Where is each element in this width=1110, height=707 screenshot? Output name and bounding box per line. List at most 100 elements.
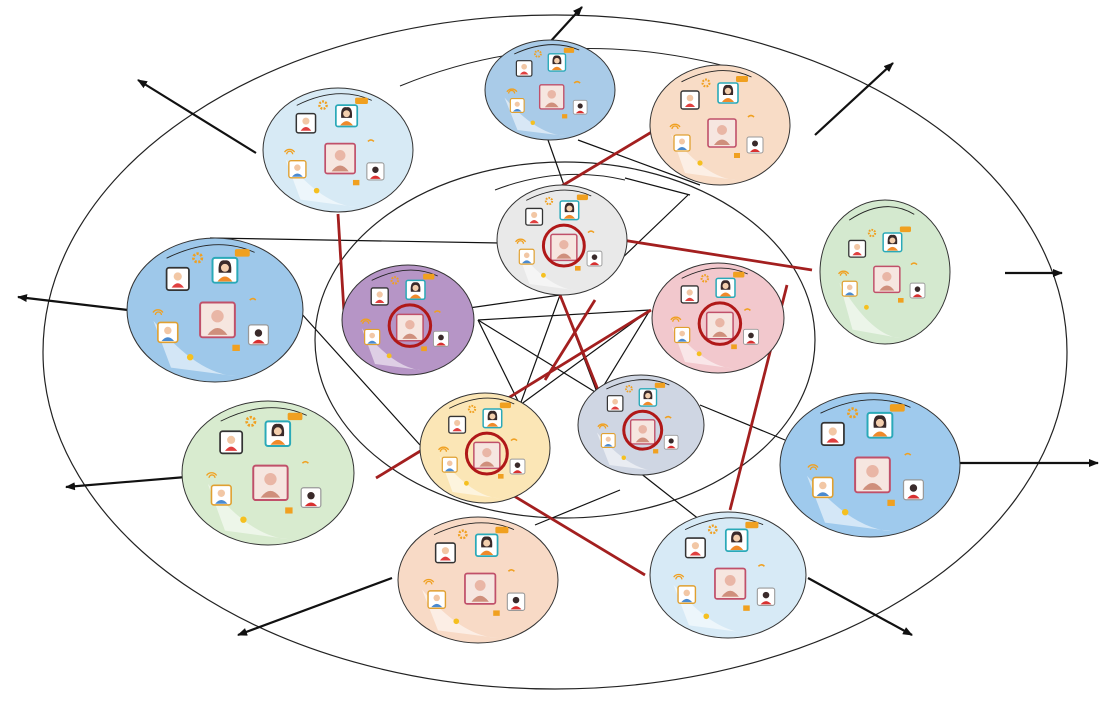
outward-arrow (137, 79, 257, 154)
influencer-edge (558, 294, 602, 396)
phone-icon (433, 310, 441, 314)
wifi-icon (515, 238, 527, 244)
person-avatar-icon (715, 277, 736, 299)
person-avatar-icon (210, 484, 232, 506)
bubble-arc (449, 397, 515, 409)
bubble-highlight (671, 326, 735, 369)
person-avatar-icon (264, 420, 292, 447)
thumbs-up-icon (285, 507, 293, 514)
lightbulb-icon (464, 480, 469, 486)
connection-edge (577, 139, 701, 186)
person-avatar-icon (638, 388, 658, 407)
person-avatar-icon (295, 112, 317, 134)
thumbs-up-icon (421, 346, 427, 352)
community-lower-left (181, 400, 355, 546)
person-avatar-icon (717, 82, 739, 104)
influencer-highlight-ring (697, 301, 743, 346)
person-avatar-icon (629, 419, 656, 445)
person-avatar-icon (247, 324, 269, 346)
bubble-highlight (671, 134, 738, 181)
community-inner-top (496, 184, 628, 296)
connection-edge (477, 319, 601, 396)
chat-bubble-icon (745, 521, 759, 529)
person-avatar-icon (474, 533, 499, 557)
bubble-arc (514, 44, 580, 55)
thumbs-up-icon (743, 605, 750, 611)
bubble-highlight (153, 320, 237, 377)
edge-layer (209, 128, 813, 577)
bubble-highlight (839, 282, 902, 339)
connection-edge (624, 177, 691, 196)
bubble-arc (220, 407, 307, 422)
person-avatar-icon (812, 476, 834, 499)
influencer-edge (336, 213, 346, 313)
wifi-icon (506, 88, 518, 94)
person-avatar-icon (518, 248, 535, 265)
connection-edge (699, 404, 786, 441)
bubble-arc (526, 189, 592, 201)
chat-bubble-icon (355, 97, 368, 105)
person-avatar-icon (572, 99, 588, 115)
community-right (819, 199, 951, 345)
person-avatar-icon (705, 311, 734, 340)
phone-icon (573, 80, 581, 84)
community-inner-left (341, 264, 475, 376)
phone-icon (510, 438, 518, 442)
thumbs-up-icon (575, 266, 581, 271)
community-top-right (649, 64, 791, 186)
thumbs-up-icon (493, 610, 500, 616)
influencer-edge (504, 308, 652, 402)
connection-edge (597, 309, 651, 396)
connection-edge (299, 311, 421, 446)
bubble-highlight (361, 328, 425, 371)
lightbulb-icon (313, 187, 320, 194)
person-avatar-icon (538, 84, 565, 110)
wifi-icon (838, 270, 850, 276)
chat-bubble-icon (287, 412, 303, 421)
person-avatar-icon (335, 104, 359, 128)
thumbs-up-icon (232, 344, 240, 351)
bubble-highlight (807, 475, 893, 532)
bubble-arc (681, 70, 752, 83)
person-avatar-icon (663, 434, 679, 450)
wifi-icon (670, 316, 682, 322)
wifi-icon (807, 464, 819, 471)
bubble-highlight (422, 589, 498, 638)
chat-bubble-icon (495, 526, 509, 534)
outward-arrow (549, 6, 583, 43)
influencer-edge (375, 448, 423, 480)
phone-icon (507, 569, 515, 572)
thumbs-up-icon (898, 298, 904, 303)
chat-bubble-icon (499, 402, 511, 409)
connection-edge (477, 309, 651, 321)
person-avatar-icon (820, 421, 845, 447)
wifi-icon (597, 423, 609, 429)
person-avatar-icon (473, 441, 501, 470)
connection-edge (534, 489, 621, 526)
person-avatar-icon (324, 142, 356, 175)
inner-ring (314, 161, 816, 519)
person-avatar-icon (909, 282, 926, 299)
bubble-arc (681, 267, 748, 279)
thumbs-up-icon (887, 499, 895, 506)
phone-icon (757, 564, 765, 567)
arrow-layer (17, 6, 1099, 637)
person-avatar-icon (395, 313, 424, 342)
person-avatar-icon (586, 250, 603, 267)
wifi-icon (673, 573, 685, 580)
phone-icon (301, 460, 309, 464)
person-avatar-icon (606, 395, 624, 412)
lightbulb-icon (864, 304, 869, 310)
influencer-highlight-ring (387, 303, 433, 348)
bubble-highlight (596, 432, 657, 471)
lightbulb-icon (703, 613, 710, 620)
influencer-highlight-ring (464, 431, 509, 476)
phone-icon (904, 452, 912, 456)
thumbs-up-icon (731, 344, 737, 350)
person-avatar-icon (405, 279, 426, 301)
wifi-icon (438, 446, 450, 452)
chat-bubble-icon (654, 382, 666, 388)
person-avatar-icon (366, 162, 385, 181)
